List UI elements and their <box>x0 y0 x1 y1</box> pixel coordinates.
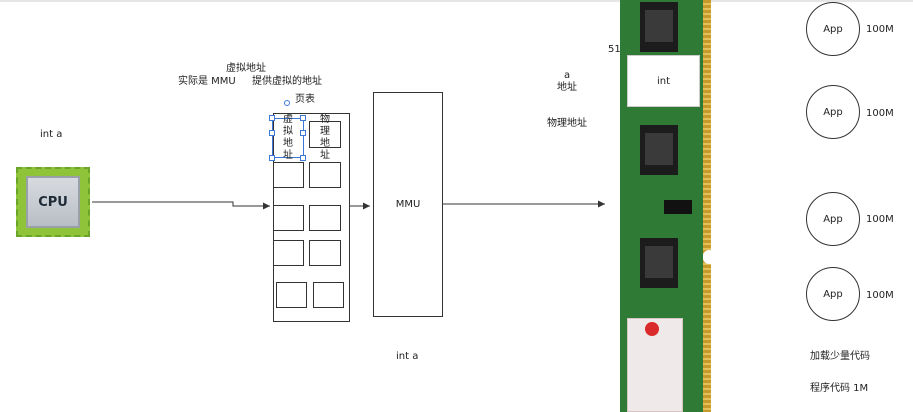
brand-logo-icon <box>645 322 659 336</box>
ram-notch <box>703 250 715 264</box>
resize-handle-tl[interactable] <box>269 115 275 121</box>
physical-char-2: 理 <box>320 126 330 137</box>
ram-int-cell[interactable]: int <box>627 55 700 107</box>
page-table-entry[interactable] <box>273 205 304 231</box>
app-circle-2[interactable]: App <box>806 85 860 139</box>
int-a-bottom-label: int a <box>396 351 419 362</box>
selection-box <box>272 118 304 158</box>
physical-address-label: 物理地址 <box>547 118 587 129</box>
resize-handle-mr[interactable] <box>300 130 306 136</box>
app-name: App <box>823 106 843 118</box>
virtual-char-4: 址 <box>283 150 293 161</box>
virtual-address-label: 虚拟地址 <box>226 63 266 74</box>
cpu-to-pagetable-arrow <box>92 201 270 210</box>
memory-chip <box>640 2 678 52</box>
app-size-2: 100M <box>866 108 894 119</box>
app-size-4: 100M <box>866 290 894 301</box>
app-circle-4[interactable]: App <box>806 267 860 321</box>
resize-handle-ml[interactable] <box>269 130 275 136</box>
virtual-char-1: 虚 <box>283 114 293 125</box>
page-table-entry[interactable] <box>273 240 304 266</box>
app-name: App <box>823 288 843 300</box>
small-chip <box>664 200 692 214</box>
top-border <box>0 0 913 2</box>
physical-char-1: 物 <box>320 114 330 125</box>
provides-virtual-label: 提供虚拟的地址 <box>252 76 322 87</box>
app-size-3: 100M <box>866 214 894 225</box>
resize-handle-br[interactable] <box>300 155 306 161</box>
cpu-core: CPU <box>26 176 80 228</box>
ram-gold-contacts <box>703 0 711 412</box>
address-label: 地址 <box>557 82 577 93</box>
physical-address-cell[interactable] <box>309 121 341 148</box>
physical-char-4: 址 <box>320 150 330 161</box>
page-table-entry[interactable] <box>309 240 341 266</box>
virtual-address-cell[interactable]: 虚 拟 地 址 <box>280 114 296 162</box>
cpu-label: CPU <box>38 194 68 210</box>
page-table-label: 页表 <box>295 94 315 105</box>
page-table-entry[interactable] <box>276 282 307 308</box>
app-circle-3[interactable]: App <box>806 192 860 246</box>
app-size-1: 100M <box>866 24 894 35</box>
mmu-label: MMU <box>395 199 421 210</box>
mmu-box[interactable]: MMU <box>373 92 443 317</box>
memory-chip <box>640 125 678 175</box>
load-small-code-label: 加载少量代码 <box>810 351 870 362</box>
page-table-entry[interactable] <box>273 162 304 188</box>
memory-chip <box>640 238 678 288</box>
program-code-label: 程序代码 1M <box>810 383 869 394</box>
app-name: App <box>823 23 843 35</box>
virtual-char-2: 拟 <box>283 126 293 137</box>
app-circle-1[interactable]: App <box>806 2 860 56</box>
rotate-handle[interactable] <box>284 100 290 106</box>
page-table-entry[interactable] <box>313 282 344 308</box>
page-table-entry[interactable] <box>309 162 341 188</box>
app-name: App <box>823 213 843 225</box>
ram-int-label: int <box>656 75 671 87</box>
actually-mmu-label: 实际是 MMU <box>178 76 236 87</box>
int-a-left-label: int a <box>40 129 63 140</box>
resize-handle-bl[interactable] <box>269 155 275 161</box>
resize-handle-tr[interactable] <box>300 115 306 121</box>
physical-address-text: 物 理 地 址 <box>317 114 333 162</box>
physical-char-3: 地 <box>320 138 330 149</box>
page-table-entry[interactable] <box>309 205 341 231</box>
virtual-char-3: 地 <box>283 138 293 149</box>
a-label: a <box>564 70 571 81</box>
cpu-chip[interactable]: CPU <box>16 167 90 237</box>
number-51-label: 51 <box>608 44 621 55</box>
